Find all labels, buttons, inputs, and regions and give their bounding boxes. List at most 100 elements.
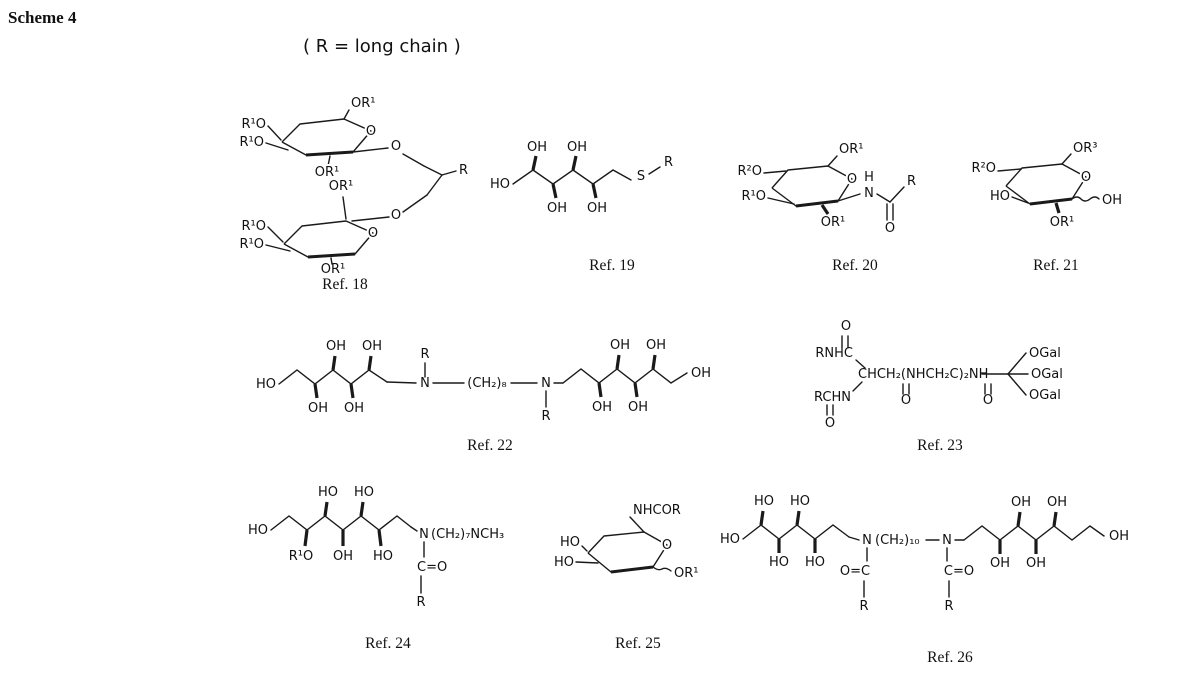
bond (767, 197, 795, 205)
backbone-label: CHCH₂(NHCH₂C)₂NH (858, 367, 988, 382)
wedge-bond (615, 354, 621, 370)
atom-label: O (841, 319, 851, 334)
nitrogen-atom: N (420, 376, 430, 391)
atom-label: OH (1102, 193, 1122, 208)
atom-label: OH (333, 549, 353, 564)
bond (342, 196, 347, 220)
atom-label: OGal (1031, 367, 1063, 382)
linker-oxygen: O (391, 208, 401, 223)
bond (278, 369, 388, 385)
wedge-bond (1016, 511, 1022, 527)
structure-ref25: O NHCOR HO HO OR¹ Ref. 25 (554, 503, 699, 652)
bond (307, 252, 356, 259)
atom-label: OH (628, 400, 648, 415)
wedge-bond (367, 355, 373, 371)
atom-label: OR¹ (315, 165, 339, 180)
nitrogen-atom: N (862, 533, 872, 548)
structure-ref18: O R¹O R¹O OR¹ OR¹ OR¹ O R¹O R¹O OR¹ O (240, 96, 469, 293)
atom-label: OH (362, 339, 382, 354)
atom-label: OH (691, 366, 711, 381)
atom-label: OR¹ (674, 566, 698, 581)
atom-label: R¹O (242, 219, 266, 234)
bond (402, 153, 425, 167)
wedge-bond (651, 354, 657, 370)
bond (837, 193, 861, 202)
atom-label: HO (560, 535, 580, 550)
atom-label: OH (592, 400, 612, 415)
atom-label: OH (990, 556, 1010, 571)
atom-label: HO (373, 549, 393, 564)
wavy-bond (1071, 196, 1100, 202)
atom-label: O (901, 393, 911, 408)
ring-oxygen: O (847, 172, 857, 187)
atom-label: OH (610, 338, 630, 353)
wedge-bond (349, 383, 355, 399)
structure-ref21: O OR³ R²O HO OH OR¹ Ref. 21 (972, 141, 1123, 274)
bond (512, 169, 632, 185)
linker-oxygen: O (391, 139, 401, 154)
atom-label: HO (354, 485, 374, 500)
atom-label: OH (527, 140, 547, 155)
ref-caption: Ref. 26 (927, 649, 973, 666)
atom-label: H (864, 170, 874, 185)
bond (587, 531, 668, 573)
atom-label: R (859, 599, 868, 614)
atom-label: OR¹ (329, 179, 353, 194)
wedge-bond (551, 183, 558, 199)
bond (997, 168, 1022, 172)
atom-label: HO (554, 555, 574, 570)
bond (386, 381, 417, 384)
atom-label: R (541, 409, 550, 424)
atom-label: HO (790, 494, 810, 509)
bond (265, 244, 291, 252)
atom-label: OR¹ (351, 96, 375, 111)
atom-label: OH (308, 401, 328, 416)
atom-label: OH (1109, 529, 1129, 544)
atom-label: O (825, 416, 835, 431)
bond (343, 109, 350, 120)
bond (1011, 196, 1029, 204)
structure-ref23: O RNHC CHCH₂(NHCH₂C)₂NH RCHN O O O OGal … (814, 319, 1063, 454)
atom-label: OH (326, 339, 346, 354)
wedge-bond (1054, 202, 1061, 214)
bond (648, 166, 661, 175)
bond (352, 147, 389, 153)
wedge-bond (303, 529, 309, 547)
ref-caption: Ref. 25 (615, 635, 661, 652)
bond (742, 524, 850, 540)
atom-label: R (420, 347, 429, 362)
bond (1007, 373, 1027, 396)
atom-label: OH (587, 201, 607, 216)
atom-label: OR¹ (321, 262, 345, 277)
bond (889, 186, 905, 203)
wedge-bond (571, 155, 578, 171)
bond (795, 199, 839, 208)
atom-label: OH (1011, 495, 1031, 510)
sulfur-atom: S (637, 169, 645, 184)
bond (855, 359, 866, 369)
atom-label: HO (720, 532, 740, 547)
atom-label: OR¹ (821, 215, 845, 230)
ref-caption: Ref. 21 (1033, 257, 1079, 274)
ref-caption: Ref. 23 (917, 437, 963, 454)
bond (610, 565, 654, 574)
atom-label: R (907, 174, 916, 189)
bond (629, 516, 645, 533)
wedge-bond (1052, 511, 1058, 527)
structure-ref19: HO OH OH OH OH S R Ref. 19 (490, 140, 673, 274)
atom-label: R¹O (742, 189, 766, 204)
bond (305, 150, 354, 157)
atom-label: OR¹ (1050, 215, 1074, 230)
bond (562, 368, 688, 384)
atom-label: OH (567, 140, 587, 155)
wedge-bond (331, 355, 337, 371)
atom-label: OGal (1029, 346, 1061, 361)
bond (330, 257, 333, 265)
atom-label: R¹O (289, 549, 313, 564)
atom-label: OH (344, 401, 364, 416)
atom-label: R (459, 163, 468, 178)
atom-label: OH (646, 338, 666, 353)
atom-label: HO (990, 189, 1010, 204)
bond (423, 165, 443, 176)
atom-label: R (944, 599, 953, 614)
